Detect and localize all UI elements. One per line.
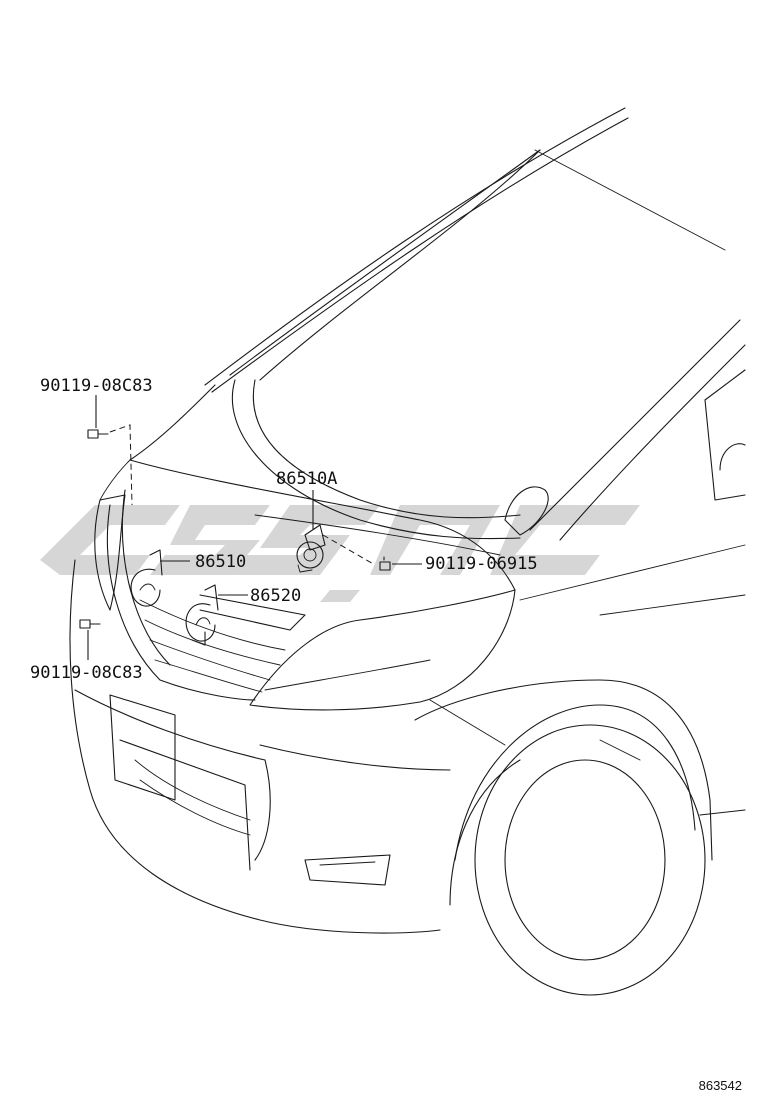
bolt-upper-left	[87, 424, 133, 506]
horn-upper	[296, 524, 376, 573]
bolt-lower-left	[79, 619, 101, 629]
label-horn-mid: 86510	[195, 552, 246, 572]
reference-number: 863542	[699, 1078, 742, 1093]
label-bolt-upper-left: 90119-08C83	[40, 376, 153, 396]
label-horn-low: 86520	[250, 586, 301, 606]
horn-lower	[185, 584, 219, 646]
horn-middle	[130, 549, 163, 607]
bolt-right	[379, 556, 391, 571]
label-horn-high: 86510A	[276, 469, 337, 489]
label-bolt-right: 90119-06915	[425, 554, 538, 574]
watermark-logo	[40, 505, 640, 602]
label-bolt-lower-left: 90119-08C83	[30, 663, 143, 683]
vehicle-outline	[69, 107, 746, 996]
